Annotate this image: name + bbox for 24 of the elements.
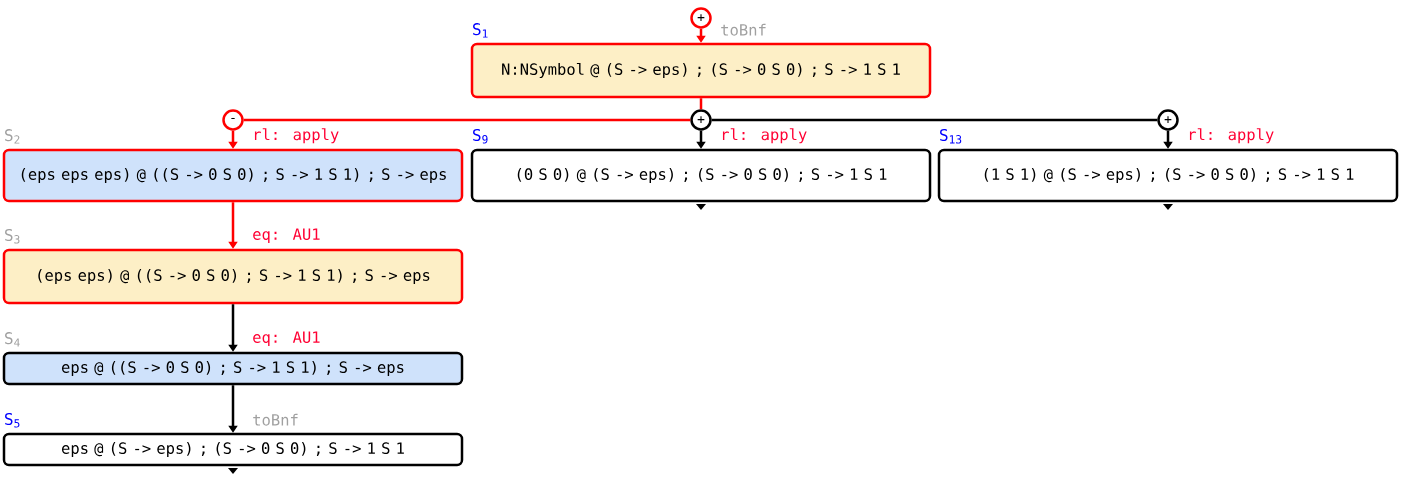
- state-box: (1 S 1) @ (S -> eps) ; (S -> 0 S 0) ; S -> 1 S 1: [937, 148, 1399, 203]
- state-label: S$_{1}$: [473, 23, 488, 38]
- state-label: S$_{4}$: [5, 332, 20, 347]
- state-box: N:NSymbol @ (S -> eps) ; (S -> 0 S 0) ; S -> 1 S 1: [470, 42, 932, 99]
- state-label: S$_{3}$: [5, 228, 20, 244]
- connector: [711, 118, 1158, 122]
- edge-label: rl: apply: [1189, 128, 1274, 144]
- state-box: (0 S 0) @ (S -> eps) ; (S -> 0 S 0) ; S -> 1 S 1: [470, 148, 932, 203]
- edge-label: toBnf: [253, 413, 298, 426]
- edge-label: eq: AU1: [253, 331, 320, 346]
- connector: [243, 118, 691, 122]
- edge-label: rl: apply: [254, 128, 339, 144]
- state-box: (eps eps) @ ((S -> 0 S 0) ; S -> 1 S 1) ; S -> eps: [2, 248, 464, 305]
- state-box: eps @ (S -> eps) ; (S -> 0 S 0) ; S -> 1 S 1: [2, 432, 464, 467]
- state-label: S$_{13}$: [940, 128, 962, 144]
- connector: [699, 98, 703, 110]
- state-label: S$_{5}$: [5, 412, 20, 428]
- state-label: S$_{9}$: [473, 128, 488, 144]
- edge-label: eq: AU1: [253, 228, 320, 243]
- state-box: eps @ ((S -> 0 S 0) ; S -> 1 S 1) ; S -> eps: [2, 351, 464, 386]
- state-box: (eps eps eps) @ ((S -> 0 S 0) ; S -> 1 S 1) ; S -> eps: [2, 148, 464, 203]
- state-label: S$_{2}$: [5, 129, 20, 144]
- edge-label: rl: apply: [722, 128, 807, 144]
- edge-label: toBnf: [721, 23, 766, 36]
